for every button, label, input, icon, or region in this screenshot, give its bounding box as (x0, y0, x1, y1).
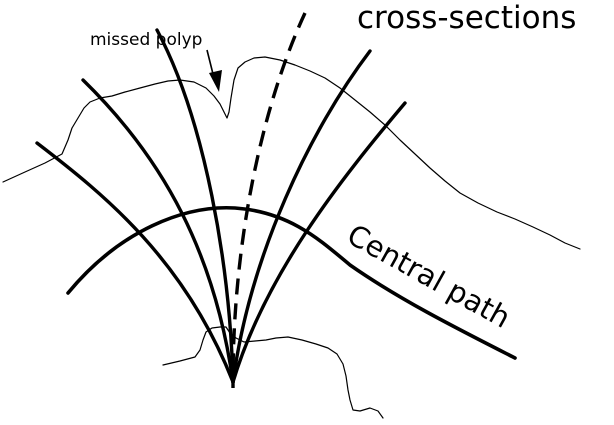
missed-polyp-label: missed polyp (90, 30, 202, 50)
title-label: cross-sections (357, 0, 576, 36)
colon-wall-lower (162, 326, 384, 419)
cross-section-5 (231, 49, 372, 384)
cross-section-1 (35, 141, 235, 384)
colon-wall-upper (2, 56, 581, 250)
cross-section-dashed (231, 12, 307, 389)
central-path-line (66, 205, 517, 360)
cross-section-2 (81, 78, 235, 384)
cross-section-3 (155, 28, 235, 384)
polyp-arrow-head (209, 70, 222, 92)
